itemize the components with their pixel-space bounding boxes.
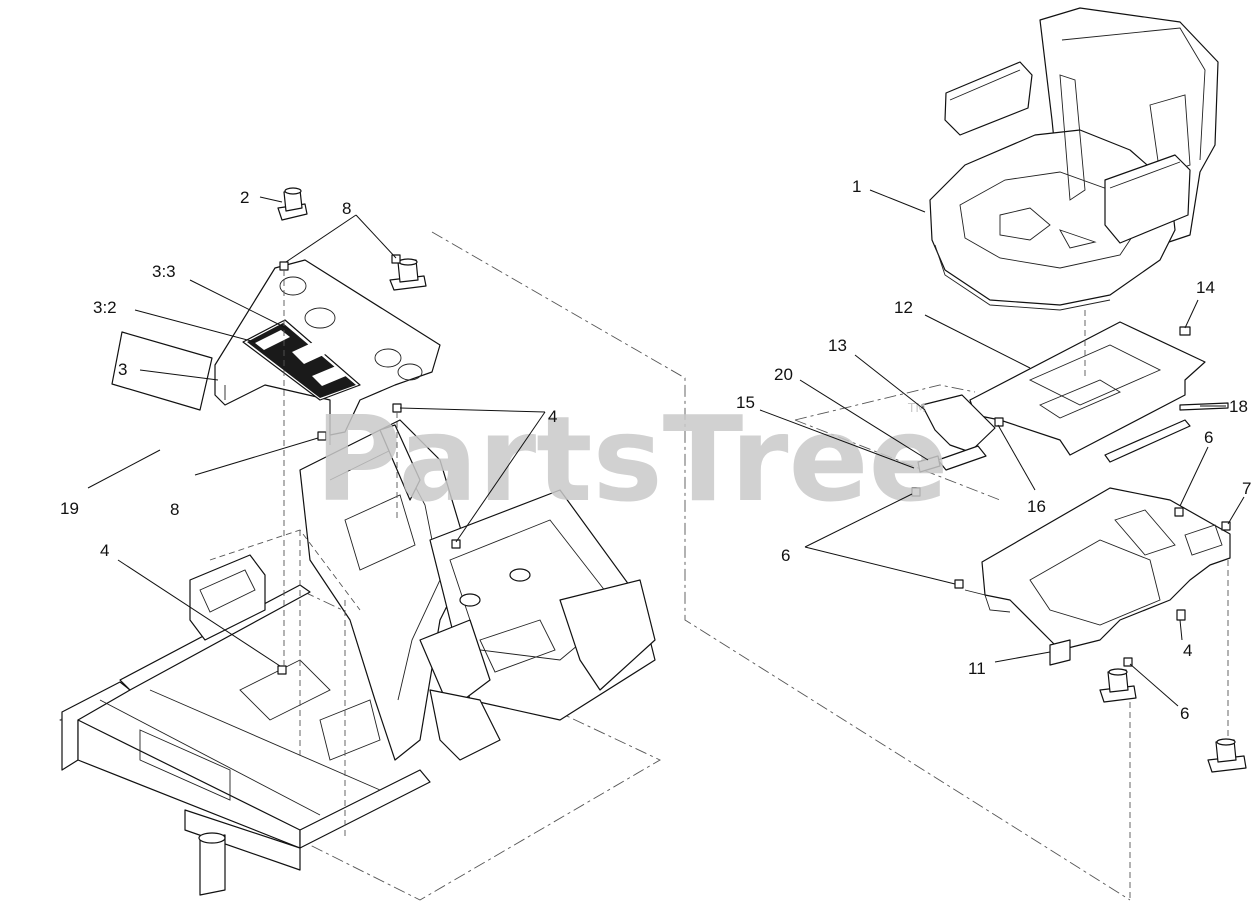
watermark-text: PartsTree: [315, 390, 949, 528]
chassis-frame: [59, 419, 661, 901]
callout-11: 11: [968, 659, 986, 678]
callout-4-left: 4: [100, 541, 109, 560]
seat-plate-12: [969, 321, 1229, 463]
isolator-mount-6: [1099, 657, 1137, 703]
isolator-mount-8: [389, 258, 427, 291]
callout-19: 19: [60, 499, 79, 518]
nut-hardware: [277, 254, 461, 675]
callout-13: 13: [828, 336, 847, 355]
callout-8-top: 8: [342, 199, 351, 218]
latch-13: [911, 394, 996, 497]
callout-3-3: 3:3: [152, 262, 176, 281]
callout-4-base: 4: [1183, 641, 1192, 660]
pad-19: [111, 331, 213, 411]
leader-lines: [87, 189, 1245, 707]
callout-8-bottom: 8: [170, 500, 179, 519]
isolator-mount-7: [1207, 738, 1247, 773]
callout-16: 16: [1027, 497, 1046, 516]
callout-14: 14: [1196, 278, 1215, 297]
base-plate-11: [954, 487, 1231, 666]
callout-12: 12: [894, 298, 913, 317]
callout-6-left: 6: [781, 546, 790, 565]
callout-20: 20: [774, 365, 793, 384]
phantom-outline: [431, 231, 1131, 901]
decal-3-2: [247, 323, 356, 398]
watermark-tm: TM: [907, 401, 926, 415]
callout-3: 3: [118, 360, 127, 379]
callout-3-2: 3:2: [93, 298, 117, 317]
callout-6-bottom: 6: [1180, 704, 1189, 723]
callout-6-top: 6: [1204, 428, 1213, 447]
console-panel: [214, 259, 441, 445]
callout-4-right: 4: [548, 407, 557, 426]
callout-7: 7: [1242, 479, 1251, 498]
callout-2: 2: [240, 188, 249, 207]
callouts: 1 2 8 3:3 3:2 3 4 19 8 4 12 14 13 20 15 …: [60, 177, 1251, 723]
callout-15: 15: [736, 393, 755, 412]
callout-1: 1: [852, 177, 861, 196]
isolator-mount-2: [277, 187, 308, 221]
seat-1: [929, 7, 1219, 311]
callout-18: 18: [1229, 397, 1248, 416]
